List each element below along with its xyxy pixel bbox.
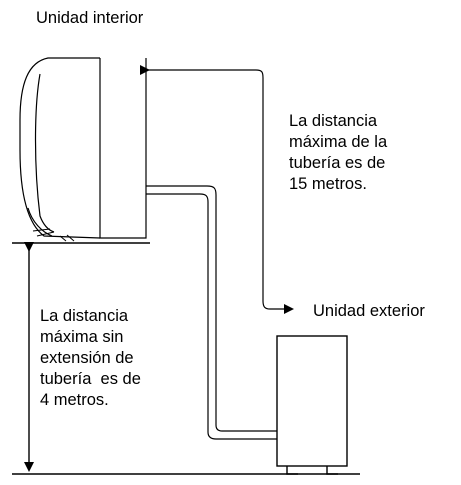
indoor-unit-front-panel <box>99 58 147 239</box>
pipe-length-note: La distancia máxima de la tubería es de … <box>289 111 387 195</box>
note-line: La distancia <box>40 307 129 325</box>
indoor-unit-label: Unidad interior <box>36 9 144 27</box>
indoor-unit <box>19 57 147 239</box>
note-line: máxima sin <box>40 328 124 346</box>
outdoor-unit-label: Unidad exterior <box>313 302 425 320</box>
outdoor-unit-body <box>276 335 348 467</box>
outdoor-unit <box>276 335 348 475</box>
note-line: tubería es de <box>289 154 386 172</box>
outdoor-unit-left-foot <box>286 466 298 475</box>
indoor-unit-front-curve <box>34 73 55 233</box>
note-line: La distancia <box>289 112 378 130</box>
height-difference-note: La distancia máxima sin extensión de tub… <box>40 306 141 411</box>
note-line: máxima de la <box>289 133 388 151</box>
outdoor-unit-right-foot <box>326 466 338 475</box>
indoor-unit-louver <box>27 207 53 237</box>
note-line: 15 metros. <box>289 175 367 193</box>
pipe-length-arrow <box>140 65 294 314</box>
airflow-marks <box>32 228 75 242</box>
refrigerant-pipe <box>146 185 277 440</box>
note-line: tubería es de <box>40 370 141 388</box>
note-line: extensión de <box>40 349 134 367</box>
indoor-unit-body <box>19 57 101 239</box>
note-line: 4 metros. <box>40 391 109 409</box>
